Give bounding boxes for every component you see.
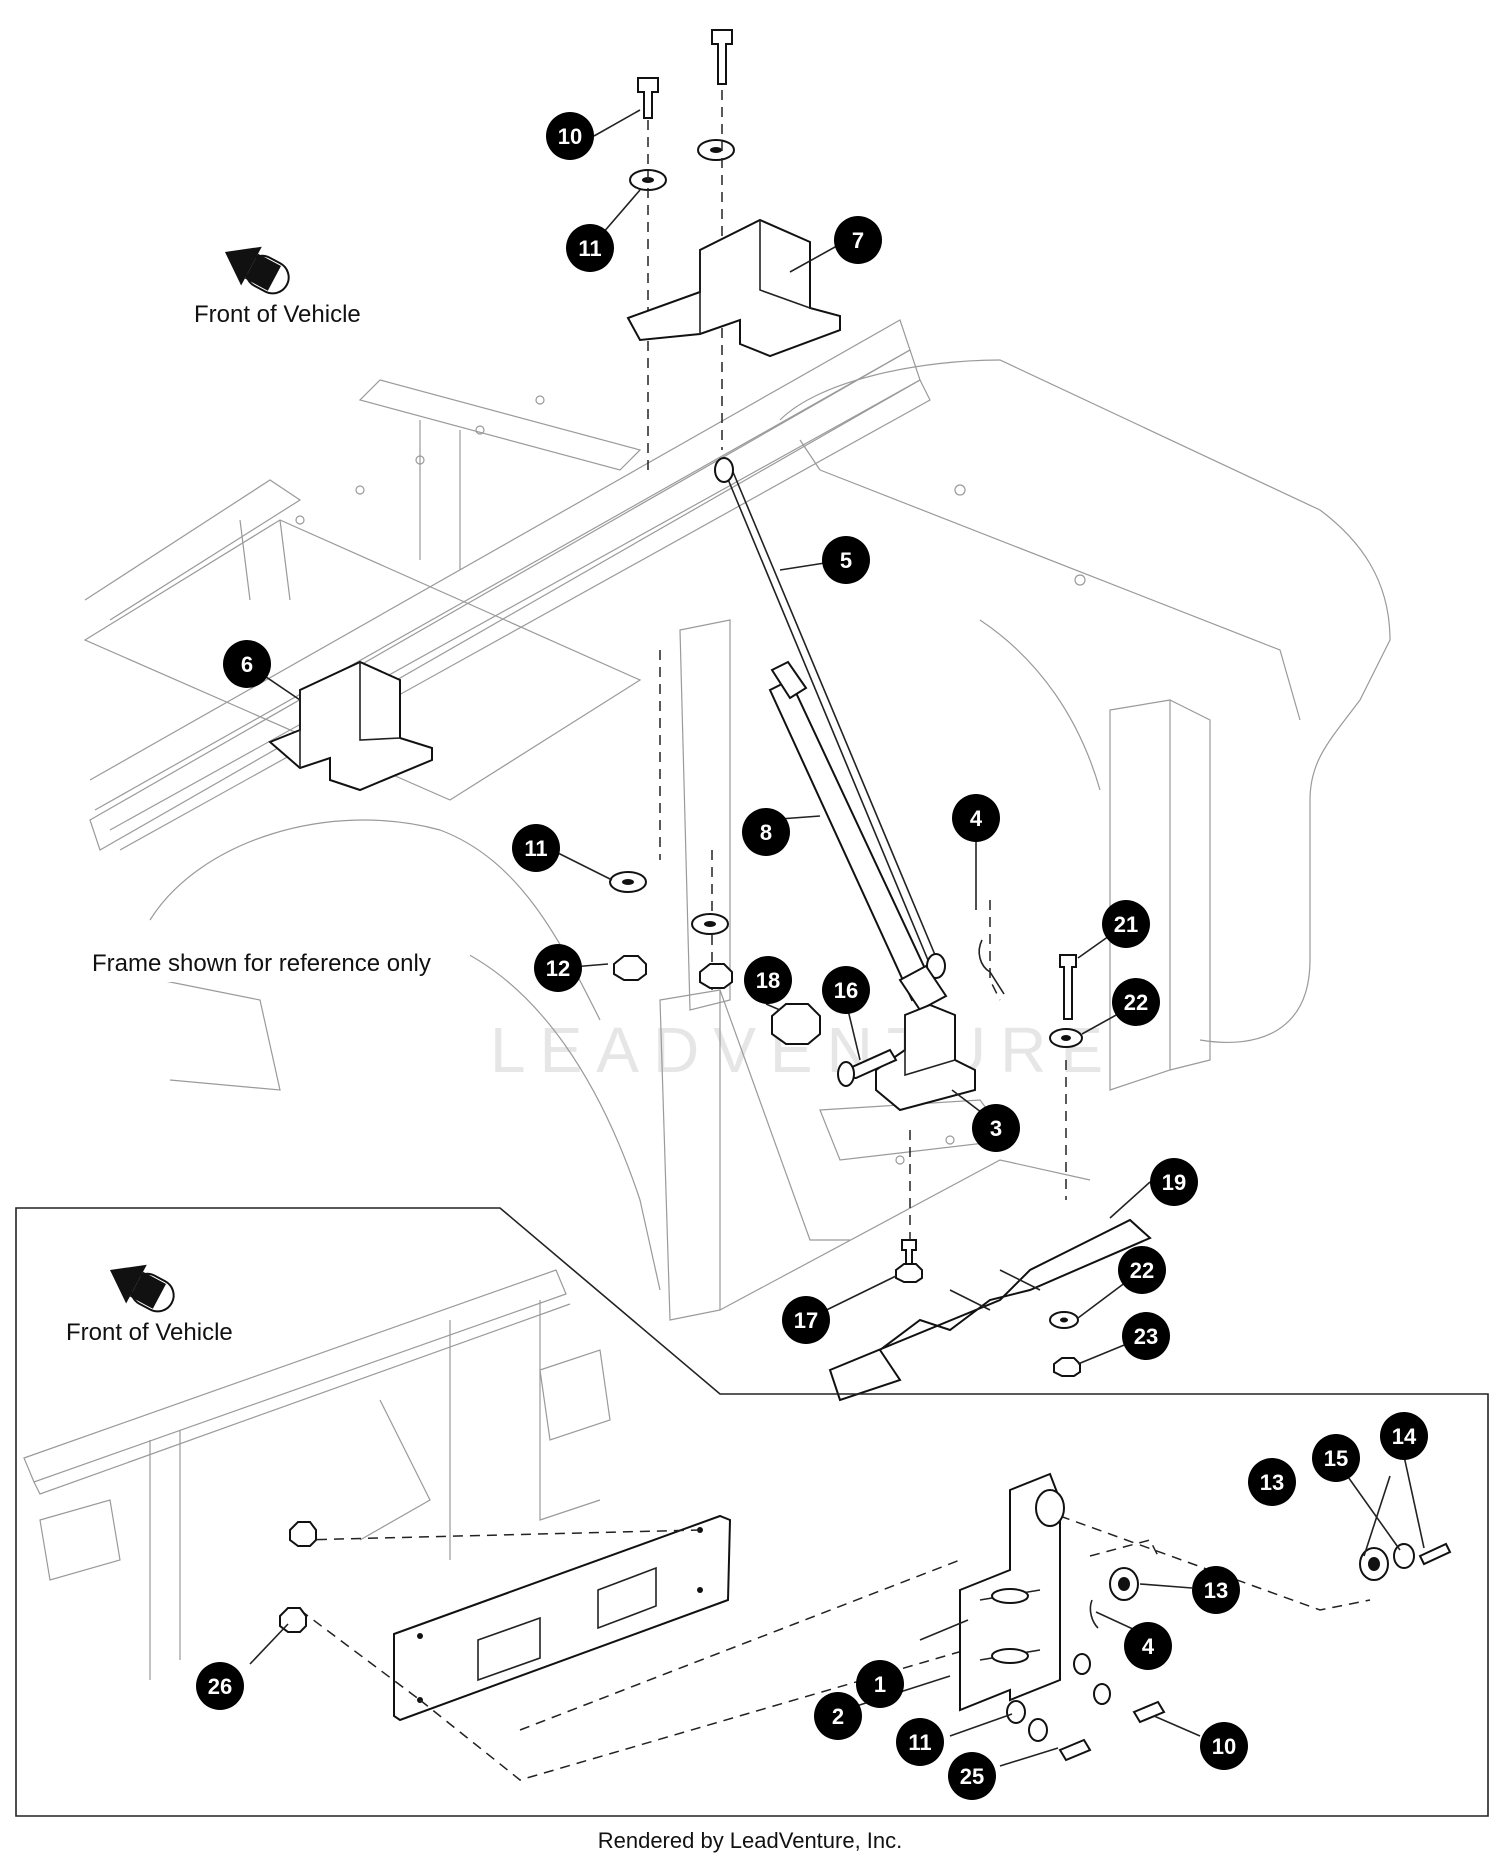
front-arrow-icon: [109, 1264, 175, 1313]
callout-26: 26: [196, 1662, 244, 1710]
callout-22: 22: [1118, 1246, 1166, 1294]
callout-19: 19: [1150, 1158, 1198, 1206]
callout-11: 11: [566, 224, 614, 272]
front-of-vehicle-label: Front of Vehicle: [194, 301, 361, 328]
svg-text:10: 10: [558, 124, 582, 149]
inset-front-of-vehicle-label: Front of Vehicle: [66, 1319, 233, 1346]
callout-11: 11: [896, 1718, 944, 1766]
leader-lines: [246, 109, 1425, 1767]
front-arrow-icon: [224, 246, 290, 295]
callout-3: 3: [972, 1104, 1020, 1152]
svg-text:12: 12: [546, 956, 570, 981]
upper-hardware: [268, 29, 1152, 1402]
svg-text:5: 5: [840, 548, 852, 573]
frame-note-bg: [70, 942, 470, 982]
callout-23: 23: [1122, 1312, 1170, 1360]
callout-14: 14: [1380, 1412, 1428, 1460]
svg-text:21: 21: [1114, 912, 1138, 937]
svg-text:14: 14: [1392, 1424, 1417, 1449]
svg-text:4: 4: [1142, 1634, 1155, 1659]
svg-text:25: 25: [960, 1764, 984, 1789]
footer-credit: Rendered by LeadVenture, Inc.: [598, 1828, 903, 1853]
svg-text:13: 13: [1260, 1470, 1284, 1495]
svg-text:15: 15: [1324, 1446, 1348, 1471]
svg-text:23: 23: [1134, 1324, 1158, 1349]
svg-text:18: 18: [756, 968, 780, 993]
callout-12: 12: [534, 944, 582, 992]
callout-5: 5: [822, 536, 870, 584]
callout-16: 16: [822, 966, 870, 1014]
svg-text:11: 11: [524, 836, 547, 861]
callout-4: 4: [952, 794, 1000, 842]
svg-text:2: 2: [832, 1704, 844, 1729]
callout-13: 13: [1192, 1566, 1240, 1614]
svg-text:4: 4: [970, 806, 983, 831]
callout-8: 8: [742, 808, 790, 856]
inset-border: [15, 1207, 1489, 1817]
callout-11: 11: [512, 824, 560, 872]
svg-text:3: 3: [990, 1116, 1002, 1141]
callout-1: 1: [856, 1660, 904, 1708]
svg-text:16: 16: [834, 978, 858, 1003]
svg-text:10: 10: [1212, 1734, 1236, 1759]
callout-4: 4: [1124, 1622, 1172, 1670]
svg-text:7: 7: [852, 228, 864, 253]
callout-2: 2: [814, 1692, 862, 1740]
callout-21: 21: [1102, 900, 1150, 948]
svg-text:11: 11: [908, 1730, 931, 1755]
inset-drawing: [23, 1269, 1452, 1781]
vehicle-frame: [83, 319, 1391, 1321]
frame-reference-note: Frame shown for reference only: [92, 950, 431, 977]
callout-22: 22: [1112, 978, 1160, 1026]
svg-text:17: 17: [794, 1308, 818, 1333]
svg-text:22: 22: [1124, 990, 1148, 1015]
callout-25: 25: [948, 1752, 996, 1800]
svg-text:22: 22: [1130, 1258, 1154, 1283]
callout-7: 7: [834, 216, 882, 264]
svg-text:11: 11: [578, 236, 601, 261]
callout-13: 13: [1248, 1458, 1296, 1506]
callout-6: 6: [223, 640, 271, 688]
callout-17: 17: [782, 1296, 830, 1344]
svg-text:1: 1: [874, 1672, 886, 1697]
callout-10: 10: [546, 112, 594, 160]
svg-text:8: 8: [760, 820, 772, 845]
callout-10: 10: [1200, 1722, 1248, 1770]
svg-text:19: 19: [1162, 1170, 1186, 1195]
svg-text:26: 26: [208, 1674, 232, 1699]
svg-text:13: 13: [1204, 1578, 1228, 1603]
callout-15: 15: [1312, 1434, 1360, 1482]
svg-text:6: 6: [241, 652, 253, 677]
callout-18: 18: [744, 956, 792, 1004]
